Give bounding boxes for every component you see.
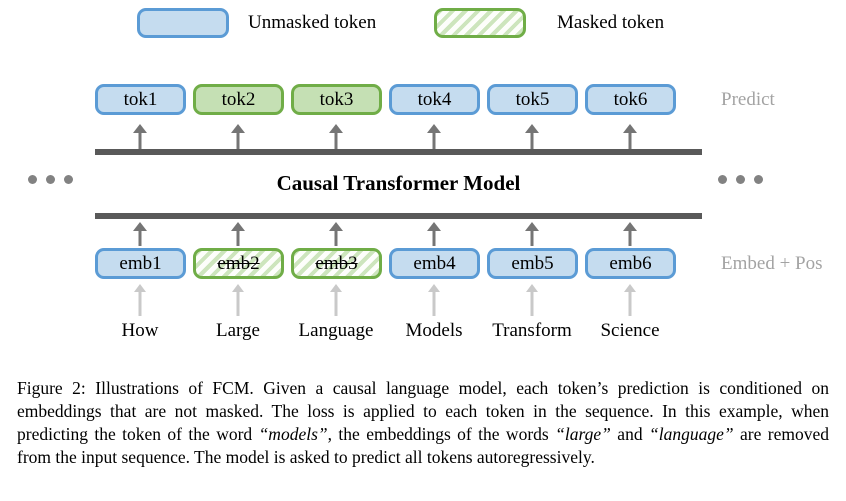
up-arrow-icon (133, 284, 147, 316)
input-word: Language (298, 320, 374, 341)
embedding-box-emb5: emb5 (487, 248, 578, 279)
input-word: Transform (492, 320, 572, 341)
masked-token-label: Masked token (557, 12, 665, 33)
dot-icon (718, 175, 727, 184)
up-arrow-icon (427, 222, 441, 246)
model-bottom-bar (95, 213, 702, 219)
dot-icon (736, 175, 745, 184)
up-arrow-icon (329, 222, 343, 246)
caption-italic-language: “language” (648, 424, 734, 444)
up-arrow-icon (525, 124, 539, 149)
token-box-tok1: tok1 (95, 84, 186, 115)
unmasked-token-label: Unmasked token (248, 12, 377, 33)
caption-italic-large: “large” (555, 424, 611, 444)
left-ellipsis-icon (28, 175, 73, 184)
caption-text: , the embeddings of the words (327, 424, 556, 444)
up-arrow-icon (427, 284, 441, 316)
up-arrow-icon (623, 124, 637, 149)
up-arrow-icon (231, 124, 245, 149)
dot-icon (754, 175, 763, 184)
dot-icon (46, 175, 55, 184)
caption-text: are removed from the input sequence. The… (17, 424, 829, 467)
up-arrow-icon (623, 222, 637, 246)
right-ellipsis-icon (718, 175, 763, 184)
embedding-box-emb2: emb2 (193, 248, 284, 279)
embedding-box-emb1: emb1 (95, 248, 186, 279)
unmasked-token-swatch (137, 8, 229, 38)
figure-caption: Figure 2: Illustrations of FCM. Given a … (17, 377, 829, 469)
up-arrow-icon (623, 284, 637, 316)
caption-text: and (610, 424, 649, 444)
up-arrow-icon (525, 284, 539, 316)
token-box-tok2: tok2 (193, 84, 284, 115)
input-word: Science (600, 320, 660, 341)
caption-text: Figure 2: Illustrations of FCM. Given a … (17, 378, 829, 444)
token-box-tok3: tok3 (291, 84, 382, 115)
up-arrow-icon (231, 222, 245, 246)
up-arrow-icon (427, 124, 441, 149)
embedding-box-emb3: emb3 (291, 248, 382, 279)
predict-row-label: Predict (721, 89, 775, 110)
input-word: How (121, 320, 159, 341)
caption-italic-models: “models” (258, 424, 328, 444)
up-arrow-icon (133, 124, 147, 149)
model-top-bar (95, 149, 702, 155)
embedding-box-emb4: emb4 (389, 248, 480, 279)
up-arrow-icon (133, 222, 147, 246)
up-arrow-icon (329, 124, 343, 149)
up-arrow-icon (329, 284, 343, 316)
up-arrow-icon (231, 284, 245, 316)
input-word: Large (216, 320, 260, 341)
dot-icon (28, 175, 37, 184)
model-title: Causal Transformer Model (276, 171, 521, 195)
token-box-tok6: tok6 (585, 84, 676, 115)
embedding-box-emb6: emb6 (585, 248, 676, 279)
embed-row-label: Embed + Pos (721, 253, 823, 274)
masked-token-swatch (434, 8, 526, 38)
token-box-tok4: tok4 (389, 84, 480, 115)
token-box-tok5: tok5 (487, 84, 578, 115)
dot-icon (64, 175, 73, 184)
input-word: Models (405, 320, 463, 341)
up-arrow-icon (525, 222, 539, 246)
